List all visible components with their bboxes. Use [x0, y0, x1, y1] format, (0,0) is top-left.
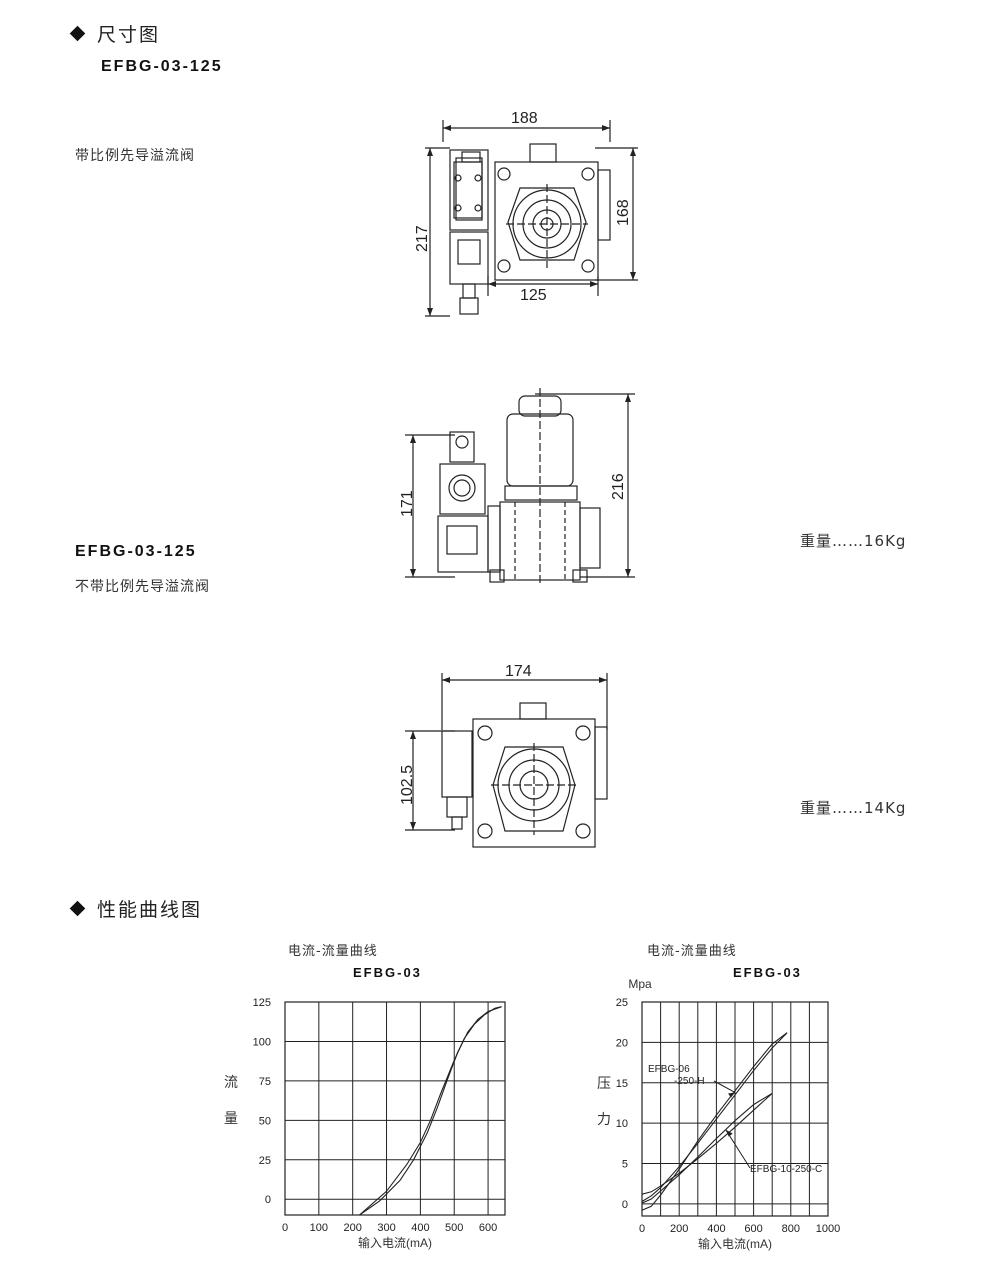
series-line-2	[359, 1006, 502, 1216]
x-tick-label: 800	[782, 1223, 800, 1235]
dim-174: 174	[505, 663, 532, 680]
y-tick-label: 25	[616, 997, 628, 1009]
y-tick-label: 75	[259, 1076, 271, 1088]
chart1-subtitle: EFBG-03	[353, 965, 422, 980]
variant2-drawing: 171 216	[399, 388, 635, 585]
leader-line-1	[713, 1080, 736, 1093]
dim-168: 168	[615, 199, 632, 226]
leader-arrow-1	[728, 1092, 735, 1098]
y-axis-label-char-2: 力	[597, 1111, 611, 1127]
x-tick-label: 0	[282, 1222, 288, 1234]
dim-217: 217	[414, 225, 431, 252]
performance-title-text: 性能曲线图	[97, 899, 203, 921]
x-tick-label: 300	[377, 1222, 395, 1234]
variant3-weight: 重量……14Kg	[800, 799, 907, 817]
series-line-1	[359, 1006, 502, 1216]
dim-102-5: 102.5	[399, 765, 416, 805]
variant2-description: 不带比例先导溢流阀	[75, 579, 210, 595]
dimensions-title-text: 尺寸图	[97, 24, 161, 46]
y-tick-label: 125	[253, 997, 271, 1009]
series-line-3	[641, 1092, 773, 1195]
diamond-bullet-icon	[69, 25, 86, 42]
x-axis-label: 输入电流(mA)	[698, 1236, 772, 1251]
variant1-description: 带比例先导溢流阀	[75, 148, 195, 164]
y-tick-label: 50	[259, 1115, 271, 1127]
leader-arrow-2	[725, 1129, 733, 1137]
x-tick-label: 400	[707, 1223, 725, 1235]
x-axis-label: 输入电流(mA)	[358, 1235, 432, 1250]
variant1-drawing: 188 168 217 125	[414, 110, 638, 317]
performance-section-title: 性能曲线图	[69, 895, 203, 922]
chart1-current-flow: 0 100 200 300 400 500 600 0 25 50 75 100 125 输入电流(mA)…	[224, 997, 506, 1250]
y-tick-label: 5	[622, 1159, 628, 1171]
y-tick-label: 100	[253, 1036, 271, 1048]
y-tick-label: 10	[616, 1118, 628, 1130]
x-tick-label: 0	[639, 1223, 645, 1235]
x-tick-label: 600	[479, 1222, 497, 1234]
x-tick-label: 200	[670, 1223, 688, 1235]
y-tick-label: 15	[616, 1078, 628, 1090]
x-tick-label: 200	[344, 1222, 362, 1234]
variant2-model: EFBG-03-125	[75, 543, 197, 560]
dimensions-section-title: 尺寸图	[69, 20, 161, 47]
annotation-efbg-10: EFBG-10-250-C	[750, 1164, 822, 1175]
leader-line-2	[725, 1129, 751, 1169]
dim-188: 188	[511, 110, 538, 127]
x-tick-label: 600	[744, 1223, 762, 1235]
plot-frame	[284, 1001, 506, 1216]
x-tick-label: 400	[411, 1222, 429, 1234]
y-tick-label: 25	[259, 1155, 271, 1167]
variant2-weight: 重量……16Kg	[800, 532, 907, 550]
y-axis-unit: Mpa	[628, 977, 652, 991]
dim-171: 171	[399, 490, 416, 517]
chart2-subtitle: EFBG-03	[733, 965, 802, 980]
chart1-title: 电流-流量曲线	[288, 944, 378, 959]
annotation-250-h: -250-H	[674, 1076, 705, 1087]
variant3-drawing: 174 102.5	[399, 663, 608, 848]
x-tick-label: 1000	[816, 1223, 840, 1235]
y-axis-label-char-1: 流	[224, 1074, 238, 1090]
diamond-bullet-icon	[69, 900, 86, 917]
series-line-4	[641, 1092, 773, 1204]
x-tick-label: 100	[310, 1222, 328, 1234]
y-tick-label: 0	[622, 1199, 628, 1211]
annotation-efbg-06: EFBG-06	[648, 1064, 690, 1075]
x-tick-label: 500	[445, 1222, 463, 1234]
y-tick-label: 20	[616, 1037, 628, 1049]
y-tick-label: 0	[265, 1194, 271, 1206]
y-axis-label-char-1: 压	[597, 1075, 611, 1091]
variant1-model: EFBG-03-125	[101, 58, 223, 75]
y-axis-label-char-2: 量	[224, 1110, 238, 1126]
chart2-title: 电流-流量曲线	[647, 944, 737, 959]
series-line-1	[641, 1032, 788, 1202]
dim-216: 216	[610, 473, 627, 500]
series-line-2	[641, 1032, 788, 1211]
dim-125: 125	[520, 287, 547, 304]
chart2-current-pressure: 0 200 400 600 800 1000 0 5 10 15 20 25 输入电流(mA) 压力 Mpa…	[597, 977, 840, 1251]
